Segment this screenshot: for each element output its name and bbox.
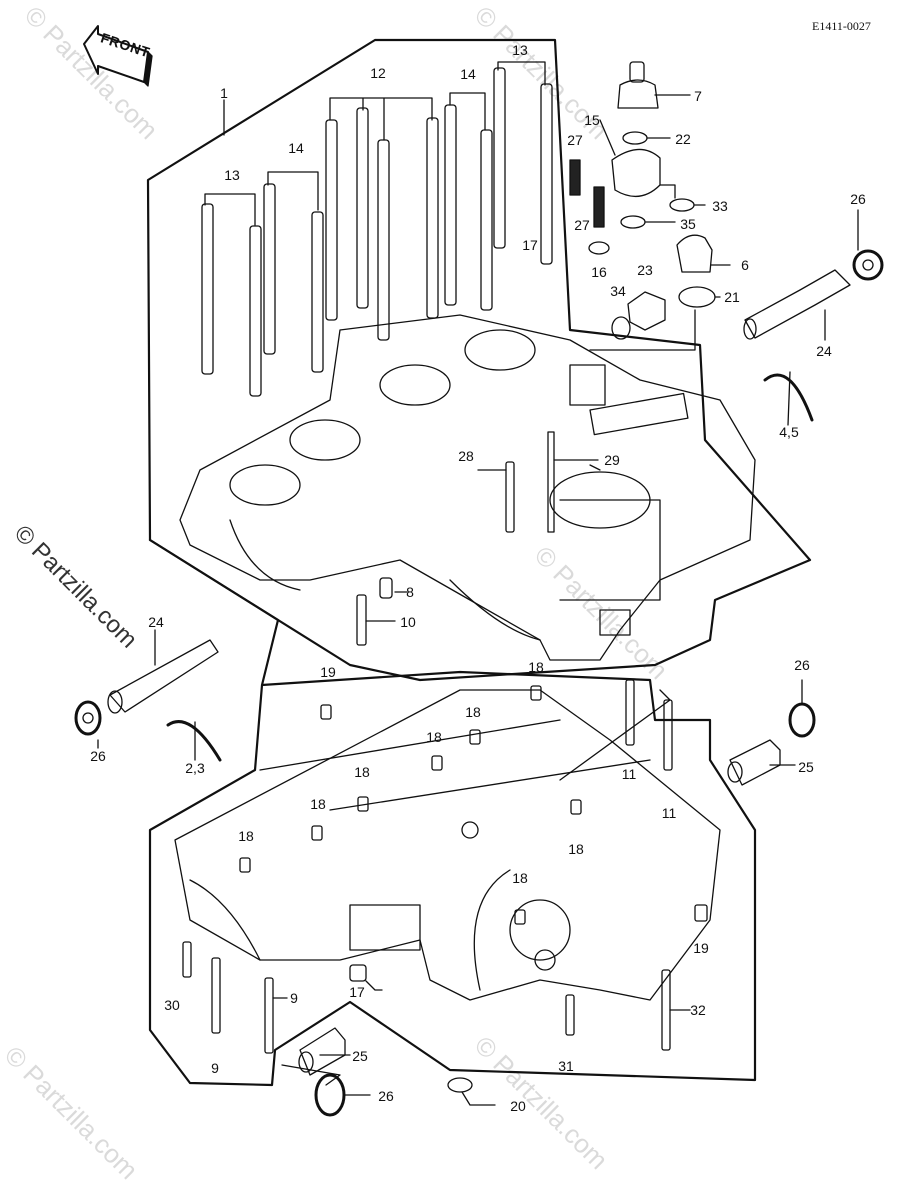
callout-1: 1	[220, 85, 228, 101]
callout-25: 25	[798, 759, 814, 775]
callout-33: 33	[712, 198, 728, 214]
upper-group-boundary	[146, 38, 812, 682]
callout-31: 31	[558, 1058, 574, 1074]
callout-18: 18	[465, 704, 481, 720]
stud-bolts	[201, 61, 553, 397]
callout-26: 26	[794, 657, 810, 673]
callout-11: 11	[661, 805, 677, 821]
callout-9: 9	[211, 1060, 219, 1076]
callout-11: 11	[621, 766, 637, 782]
shift-shaft-left	[74, 629, 219, 749]
callout-18: 18	[354, 764, 370, 780]
callout-18: 18	[568, 841, 584, 857]
lower-group-boundary	[148, 538, 757, 1087]
callout-7: 7	[694, 88, 702, 104]
callout-18: 18	[238, 828, 254, 844]
upper-crankcase	[179, 314, 756, 661]
callout-29: 29	[604, 452, 620, 468]
callout-13: 13	[512, 42, 528, 58]
oil-pressure-switch-assembly	[569, 61, 731, 351]
callout-15: 15	[584, 112, 600, 128]
callout-17: 17	[349, 984, 365, 1000]
callout-19: 19	[693, 940, 709, 956]
callout-21: 21	[724, 289, 740, 305]
callout-25: 25	[352, 1048, 368, 1064]
callout-19: 19	[320, 664, 336, 680]
callout-26: 26	[850, 191, 866, 207]
callout-28: 28	[458, 448, 474, 464]
callout-27: 27	[567, 132, 583, 148]
front-arrow-icon	[83, 25, 153, 87]
callout-6: 6	[741, 257, 749, 273]
callout-12: 12	[370, 65, 386, 81]
callout-10: 10	[400, 614, 416, 630]
callout-20: 20	[510, 1098, 526, 1114]
callout-14: 14	[288, 140, 304, 156]
callout-9: 9	[290, 990, 298, 1006]
callout-22: 22	[675, 131, 691, 147]
callout-16: 16	[591, 264, 607, 280]
callout-18: 18	[426, 729, 442, 745]
callout-8: 8	[406, 584, 414, 600]
thrust-ring-left	[166, 720, 222, 762]
shift-shaft-right	[743, 209, 884, 341]
callout-26: 26	[90, 748, 106, 764]
callout-13: 13	[224, 167, 240, 183]
callout-17: 17	[522, 237, 538, 253]
callout-35: 35	[680, 216, 696, 232]
callout-34: 34	[610, 283, 626, 299]
callout-26: 26	[378, 1088, 394, 1104]
callout-14: 14	[460, 66, 476, 82]
callout-18: 18	[310, 796, 326, 812]
lower-crankcase	[174, 689, 721, 1001]
callout-24: 24	[148, 614, 164, 630]
callout-30: 30	[164, 997, 180, 1013]
callout-18: 18	[528, 659, 544, 675]
callout-4-5: 4,5	[779, 424, 799, 440]
callout-18: 18	[512, 870, 528, 886]
oil-pump-gear-right	[729, 739, 781, 786]
callout-27: 27	[574, 217, 590, 233]
callout-2-3: 2,3	[185, 760, 205, 776]
callout-23: 23	[637, 262, 653, 278]
callout-24: 24	[816, 343, 832, 359]
callout-32: 32	[690, 1002, 706, 1018]
drawing-id: E1411-0027	[812, 19, 871, 33]
